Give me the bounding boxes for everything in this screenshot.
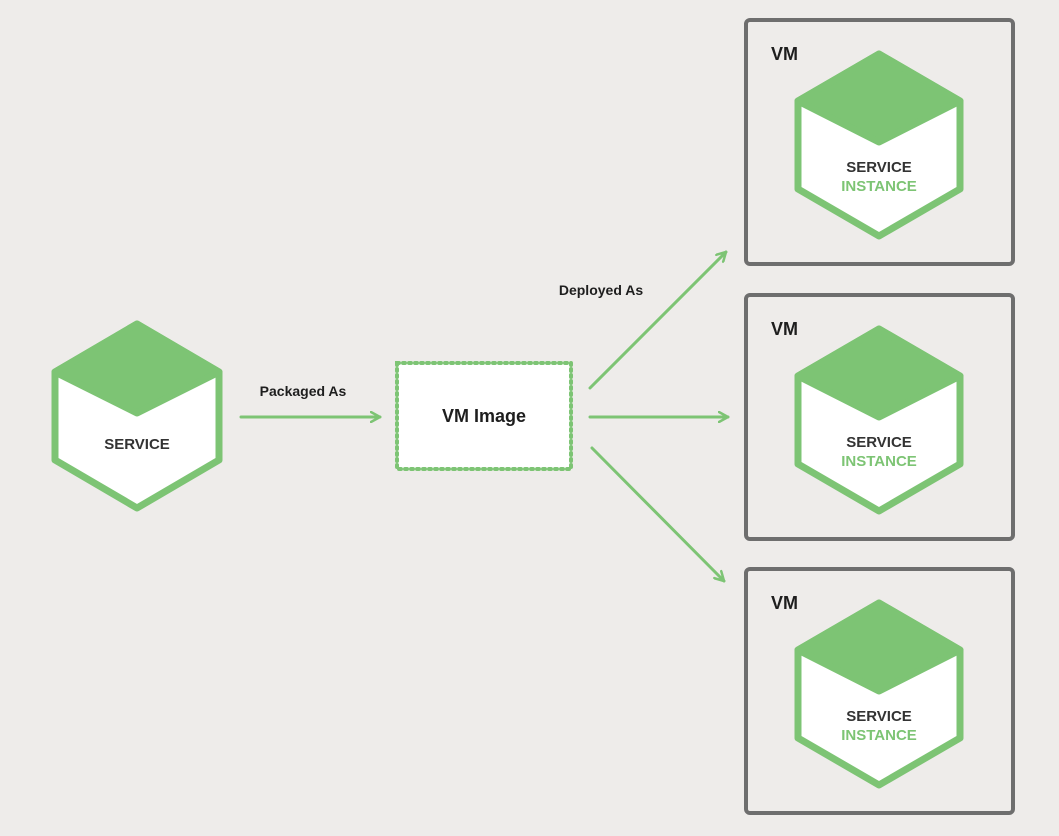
vm-box-2-title: VM	[771, 319, 798, 339]
vm-box-3-instance-label: INSTANCE	[841, 727, 917, 744]
deployed-as-arrows: Deployed As	[559, 250, 730, 583]
vm-box-2: VM SERVICE INSTANCE	[744, 293, 1015, 541]
vm-box-1: VM SERVICE INSTANCE	[744, 18, 1015, 266]
deployed-arrow-top	[588, 250, 728, 390]
vm-box-1-instance-label: INSTANCE	[841, 178, 917, 195]
vm-box-3: VM SERVICE INSTANCE	[744, 567, 1015, 815]
packaged-as-label: Packaged As	[260, 383, 347, 399]
vm-box-1-service-label: SERVICE	[846, 159, 912, 176]
vm-box-3-service-label: SERVICE	[846, 708, 912, 725]
vm-box-2-hexagon-top-face	[794, 325, 964, 421]
vm-image-node: VM Image	[395, 361, 573, 471]
vm-box-2-instance-label: INSTANCE	[841, 453, 917, 470]
vm-box-2-service-label: SERVICE	[846, 434, 912, 451]
vm-image-box	[395, 361, 573, 471]
service-hexagon-top-face	[51, 320, 223, 417]
vm-box-1-hexagon-top-face	[794, 50, 964, 146]
vm-image-label: VM Image	[442, 406, 526, 426]
packaged-as-arrow: Packaged As	[239, 383, 382, 417]
vm-box-3-title: VM	[771, 593, 798, 613]
service-node: SERVICE	[51, 320, 223, 512]
service-label: SERVICE	[104, 436, 170, 453]
deployed-as-label: Deployed As	[559, 282, 643, 298]
vm-box-1-title: VM	[771, 44, 798, 64]
deployed-arrow-bottom	[590, 446, 726, 583]
vm-box-3-hexagon-top-face	[794, 599, 964, 695]
